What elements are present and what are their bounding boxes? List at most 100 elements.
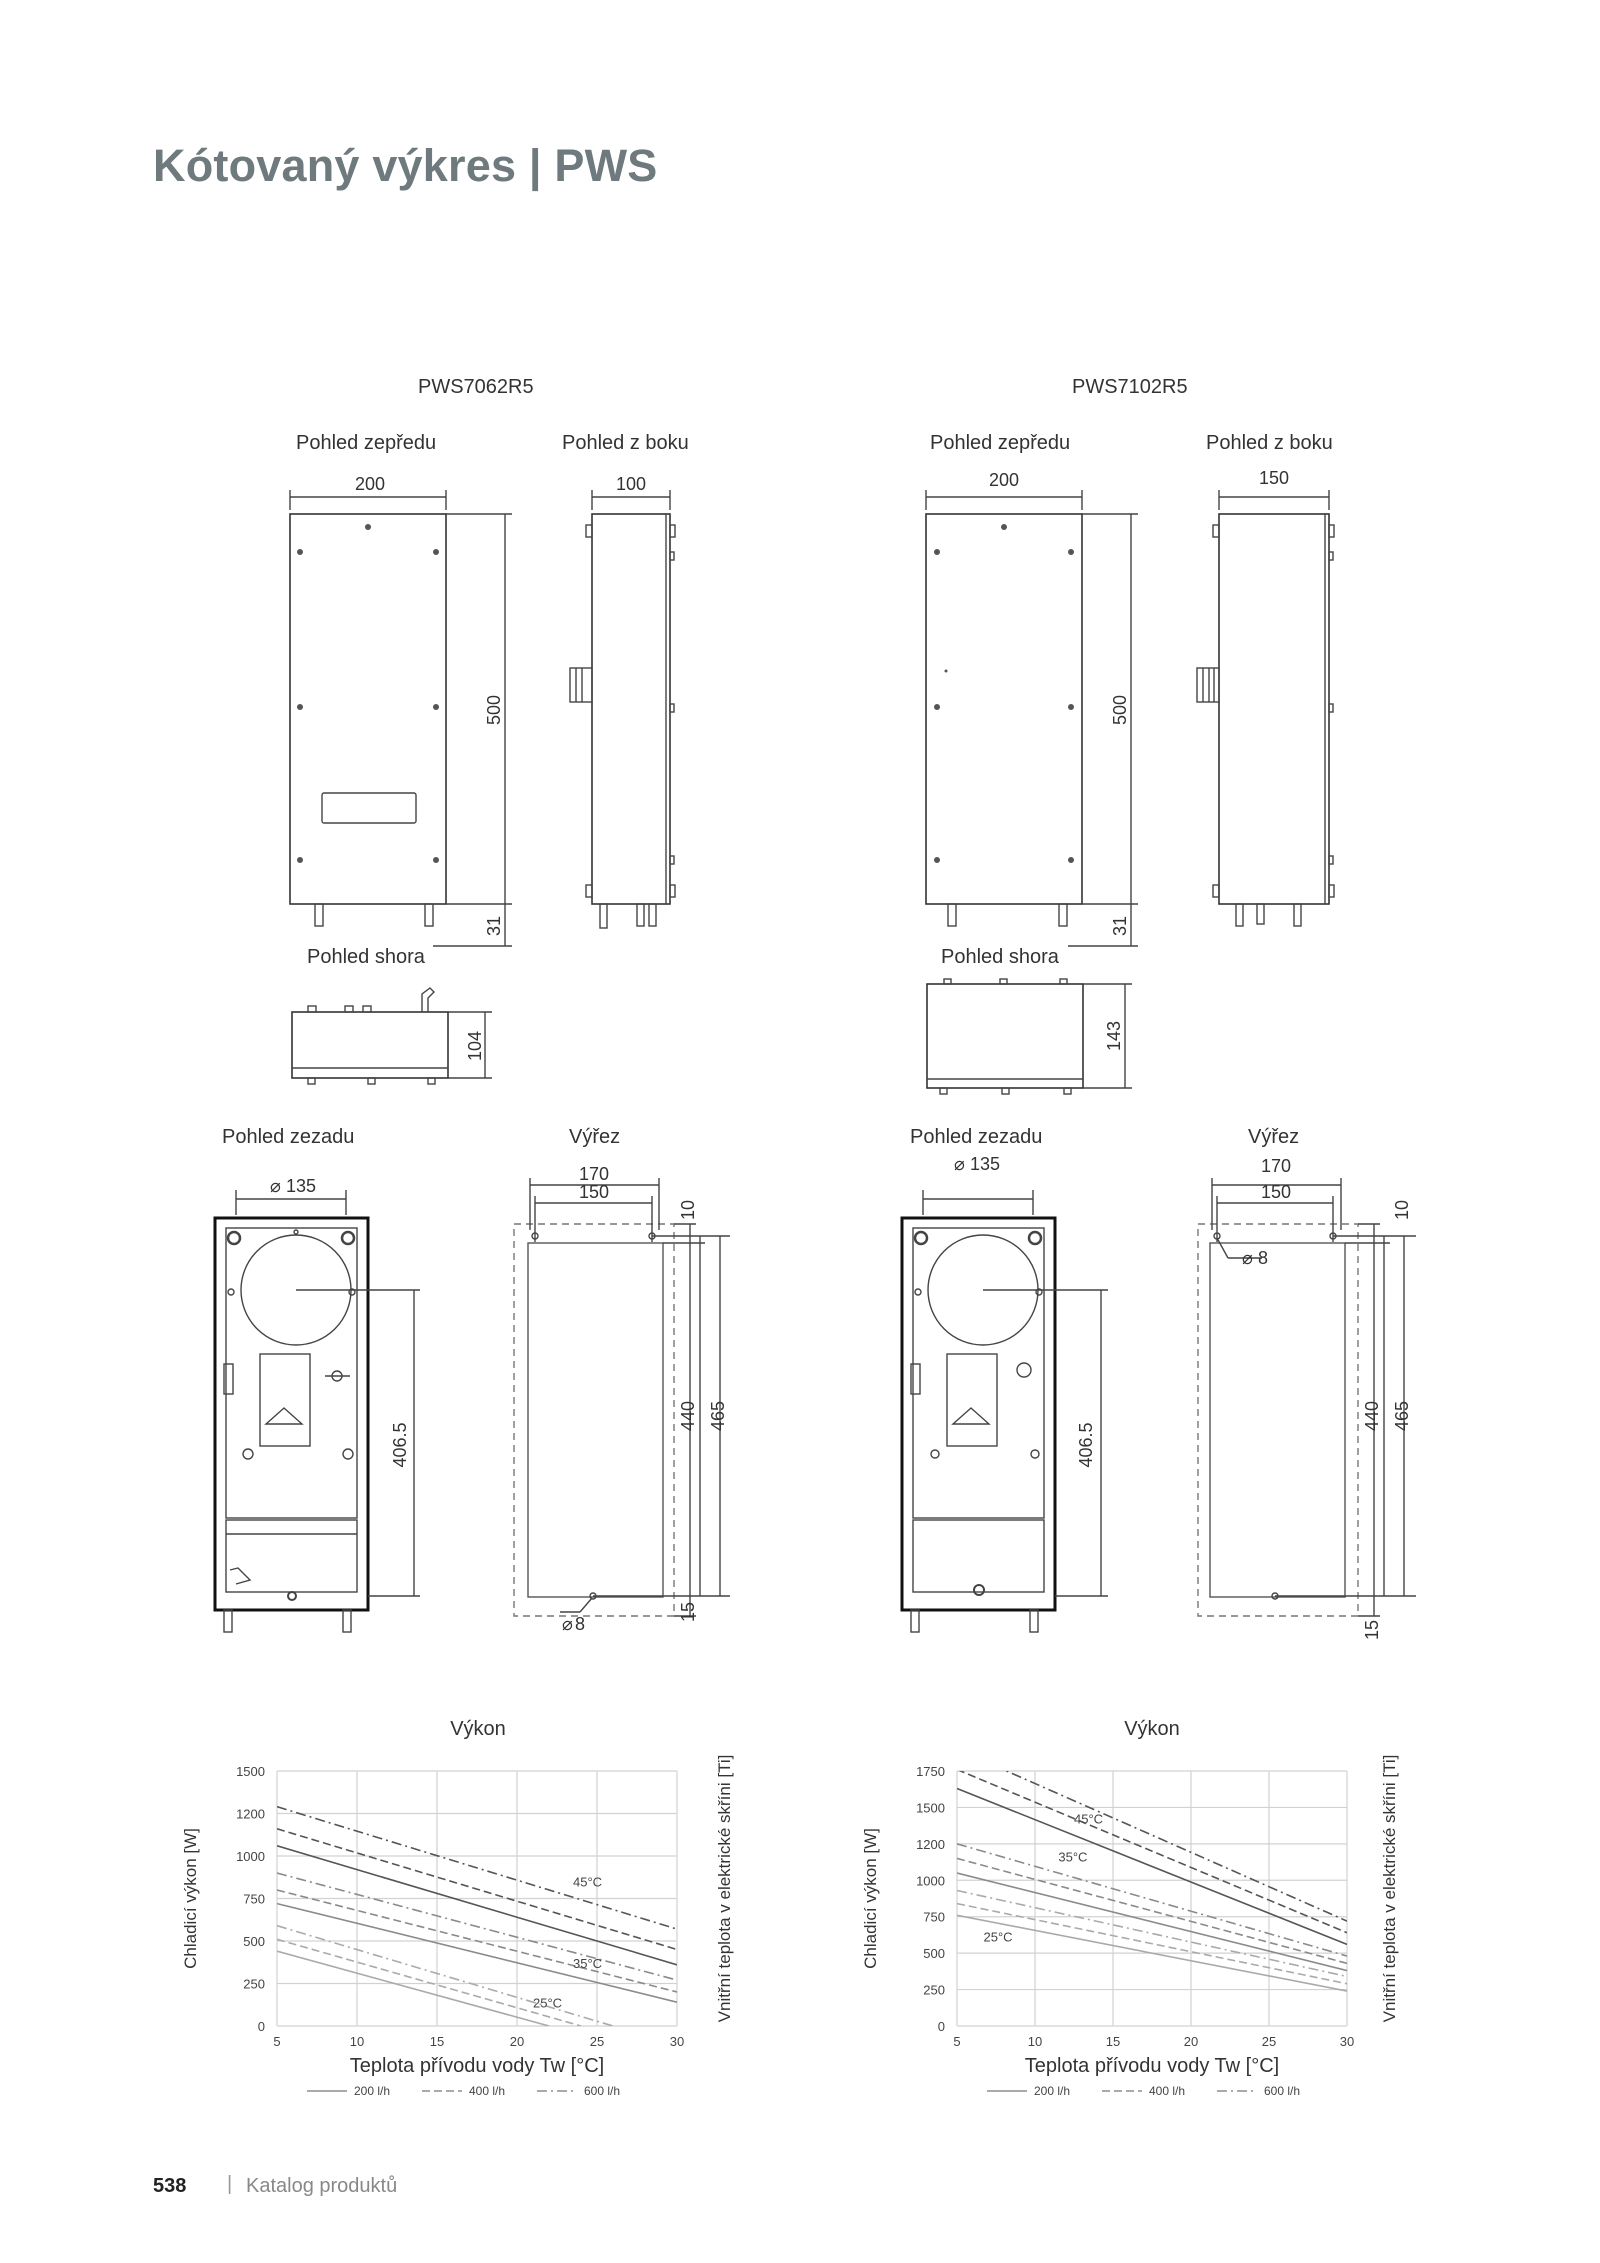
series-line bbox=[277, 1889, 677, 1993]
y-tick-label: 250 bbox=[923, 1983, 945, 1998]
y-tick-label: 1200 bbox=[236, 1807, 265, 1822]
x-tick-label: 10 bbox=[1028, 2034, 1042, 2049]
model2-cutout-view bbox=[1197, 1178, 1416, 1617]
page-number: 538 bbox=[153, 2175, 187, 2197]
dim-m2-back-height: 406.5 bbox=[1076, 1422, 1096, 1467]
series-line bbox=[277, 1828, 677, 1951]
y-axis-label: Chladicí výkon [W] bbox=[861, 1828, 880, 1969]
view-cutout-label-1: Výřez bbox=[569, 1126, 621, 1148]
model2-front-view bbox=[925, 490, 1138, 947]
x-tick-label: 25 bbox=[590, 2034, 604, 2049]
dim-m1-fan: 135 bbox=[286, 1176, 316, 1196]
y-tick-label: 1200 bbox=[916, 1837, 945, 1852]
model-title-2: PWS7102R5 bbox=[1072, 376, 1188, 398]
annotation-label: 35°C bbox=[573, 1956, 602, 1971]
dim-m1-cut-outer: 170 bbox=[579, 1164, 609, 1184]
dim-m2-fan: 135 bbox=[970, 1154, 1000, 1174]
series-line bbox=[957, 1872, 1347, 1972]
y-tick-label: 1750 bbox=[916, 1764, 945, 1779]
series-line bbox=[1004, 1771, 1347, 1922]
model1-back-view bbox=[213, 1190, 420, 1633]
y2-axis-label: Vnitřní teplota v elektrické skříni [Ti] bbox=[715, 1755, 734, 2023]
dim-m1-back-height: 406.5 bbox=[390, 1422, 410, 1467]
annotation-label: 45°C bbox=[1074, 1811, 1103, 1826]
model1-front-view bbox=[289, 490, 512, 947]
dim-m1-cut-inner: 150 bbox=[579, 1182, 609, 1202]
view-side-label-2: Pohled z boku bbox=[1206, 432, 1333, 454]
series-line bbox=[277, 1872, 677, 1981]
x-tick-label: 5 bbox=[953, 2034, 960, 2049]
dim-m1-cut-bottom: 15 bbox=[678, 1602, 698, 1622]
annotation-label: 45°C bbox=[573, 1875, 602, 1890]
x-tick-label: 25 bbox=[1262, 2034, 1276, 2049]
series-line bbox=[957, 1902, 1347, 1985]
y-tick-label: 500 bbox=[923, 1946, 945, 1961]
legend-label: 200 l/h bbox=[354, 2084, 390, 2098]
dim-m1-side-width: 100 bbox=[616, 474, 646, 494]
y-tick-label: 1000 bbox=[236, 1849, 265, 1864]
series-line bbox=[277, 1845, 677, 1966]
dim-m2-side-width: 150 bbox=[1259, 468, 1289, 488]
model1-top-view bbox=[291, 987, 492, 1085]
dim-m1-fan-symbol: ⌀ bbox=[270, 1176, 281, 1196]
annotation-label: 25°C bbox=[984, 1929, 1013, 1944]
y-tick-label: 500 bbox=[243, 1934, 265, 1949]
x-tick-label: 20 bbox=[1184, 2034, 1198, 2049]
page-title: Kótovaný výkres | PWS bbox=[153, 140, 658, 191]
dim-m2-cut-440: 440 bbox=[1362, 1401, 1382, 1431]
y-tick-label: 750 bbox=[243, 1892, 265, 1907]
x-axis-label: Teplota přívodu vody Tw [°C] bbox=[350, 2055, 604, 2077]
y-tick-label: 250 bbox=[243, 1977, 265, 1992]
dim-m2-hole-symbol: ⌀ bbox=[1242, 1248, 1253, 1268]
dim-m1-top-depth: 104 bbox=[465, 1031, 485, 1061]
annotation-label: 35°C bbox=[1058, 1849, 1087, 1864]
dim-m2-front-width: 200 bbox=[989, 470, 1019, 490]
y-tick-label: 750 bbox=[923, 1910, 945, 1925]
y-axis-label: Chladicí výkon [W] bbox=[181, 1828, 200, 1969]
dim-m1-cut-top: 10 bbox=[678, 1200, 698, 1220]
dim-m1-hole: 8 bbox=[575, 1614, 585, 1634]
y-tick-label: 1500 bbox=[916, 1800, 945, 1815]
series-line bbox=[957, 1787, 1347, 1946]
x-tick-label: 15 bbox=[1106, 2034, 1120, 2049]
chart-title: Výkon bbox=[1124, 1718, 1180, 1740]
series-line bbox=[277, 1950, 550, 2026]
dim-m2-fan-symbol: ⌀ bbox=[954, 1154, 965, 1174]
x-tick-label: 5 bbox=[273, 2034, 280, 2049]
view-side-label-1: Pohled z boku bbox=[562, 432, 689, 454]
legend-label: 400 l/h bbox=[469, 2084, 505, 2098]
dimension-labels: 200 500 31 100 104 ⌀ 135 406.5 170 150 1… bbox=[270, 468, 1412, 1640]
x-axis-label: Teplota přívodu vody Tw [°C] bbox=[1025, 2055, 1279, 2077]
view-back-label-1: Pohled zezadu bbox=[222, 1126, 355, 1148]
series-line bbox=[957, 1857, 1347, 1965]
series-line bbox=[277, 1938, 582, 2026]
y-tick-label: 1000 bbox=[916, 1873, 945, 1888]
series-line bbox=[957, 1843, 1347, 1957]
model1-side-view bbox=[569, 490, 676, 929]
series-line bbox=[958, 1771, 1347, 1934]
model2-top-view bbox=[926, 978, 1132, 1095]
catalog-label: Katalog produktů bbox=[246, 2175, 398, 2197]
legend-label: 600 l/h bbox=[1264, 2084, 1300, 2098]
legend-label: 200 l/h bbox=[1034, 2084, 1070, 2098]
dim-m2-bottom: 31 bbox=[1110, 916, 1130, 936]
dim-m2-cut-bottom: 15 bbox=[1362, 1620, 1382, 1640]
y-tick-label: 0 bbox=[258, 2019, 265, 2034]
model-title-1: PWS7062R5 bbox=[418, 376, 534, 398]
view-cutout-label-2: Výřez bbox=[1248, 1126, 1300, 1148]
view-back-label-2: Pohled zezadu bbox=[910, 1126, 1043, 1148]
model2-side-view bbox=[1196, 490, 1335, 927]
dim-m1-cut-440: 440 bbox=[678, 1401, 698, 1431]
series-line bbox=[277, 1805, 677, 1930]
legend-label: 400 l/h bbox=[1149, 2084, 1185, 2098]
view-front-label-2: Pohled zepředu bbox=[930, 432, 1071, 454]
dim-m1-height: 500 bbox=[484, 695, 504, 725]
dim-m1-bottom: 31 bbox=[484, 916, 504, 936]
dim-m2-cut-465: 465 bbox=[1392, 1401, 1412, 1431]
dim-m2-height: 500 bbox=[1110, 695, 1130, 725]
dim-m2-top-depth: 143 bbox=[1104, 1021, 1124, 1051]
series-line bbox=[277, 1924, 614, 2026]
